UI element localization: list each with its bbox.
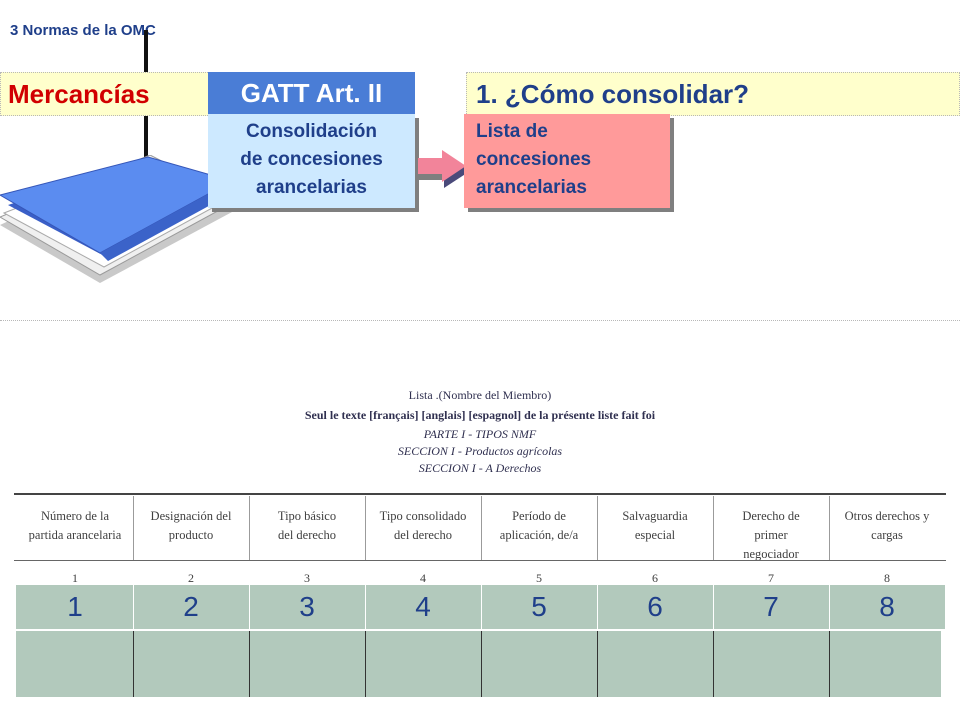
- book-icon: [0, 155, 245, 283]
- como-consolidar-band: [466, 72, 960, 116]
- column-number: 1: [72, 571, 78, 585]
- big-column-number: 4: [415, 591, 431, 622]
- section-label: 3 Normas de la OMC: [10, 22, 156, 39]
- column-number: 6: [652, 571, 658, 585]
- seccion-heading: SECCION I - Productos agrícolas: [397, 444, 563, 458]
- consolidacion-line: Consolidación: [246, 121, 377, 142]
- column-divider: [481, 496, 482, 560]
- band-divider: [365, 585, 366, 629]
- column-number: 8: [884, 571, 890, 585]
- lista-line: concesiones: [476, 149, 592, 170]
- arrow-right-icon: [418, 150, 470, 188]
- column-number-band: [16, 585, 945, 629]
- column-divider: [597, 496, 598, 560]
- row-divider: [249, 631, 250, 697]
- column-divider: [829, 496, 830, 560]
- empty-entry-row: [16, 631, 941, 697]
- consolidacion-line: arancelarias: [256, 177, 367, 198]
- parte-heading: PARTE I - TIPOS NMF: [423, 427, 537, 441]
- band-divider: [481, 585, 482, 629]
- band-divider: [713, 585, 714, 629]
- column-number: 3: [304, 571, 310, 585]
- big-column-number: 3: [299, 591, 315, 622]
- band-divider: [133, 585, 134, 629]
- column-number: 7: [768, 571, 774, 585]
- row-divider: [713, 631, 714, 697]
- authentic-text-note: Seul le texte [français] [anglais] [espa…: [304, 408, 656, 422]
- band-divider: [597, 585, 598, 629]
- lista-line: arancelarias: [476, 177, 587, 198]
- band-divider: [249, 585, 250, 629]
- row-divider: [829, 631, 830, 697]
- big-column-number: 6: [647, 591, 663, 622]
- column-divider: [365, 496, 366, 560]
- mercancias-band: [0, 72, 212, 116]
- consolidacion-box: Consolidación de concesiones arancelaria…: [208, 114, 415, 208]
- big-column-number: 2: [183, 591, 199, 622]
- band-divider: [829, 585, 830, 629]
- column-number: 4: [420, 571, 426, 585]
- row-divider: [133, 631, 134, 697]
- big-column-number: 7: [763, 591, 779, 622]
- column-number: 5: [536, 571, 542, 585]
- row-divider: [597, 631, 598, 697]
- column-divider: [133, 496, 134, 560]
- column-divider: [249, 496, 250, 560]
- big-column-number: 5: [531, 591, 547, 622]
- table-header-rule: [14, 560, 946, 561]
- big-column-number: 8: [879, 591, 895, 622]
- mercancias-heading: Mercancías: [8, 79, 150, 109]
- row-divider: [481, 631, 482, 697]
- column-number: 2: [188, 571, 194, 585]
- table-top-rule: [14, 493, 946, 495]
- lista-line: Lista de: [476, 121, 548, 142]
- row-divider: [365, 631, 366, 697]
- gatt-article-label: GATT Art. II: [208, 72, 415, 114]
- lista-concesiones-box: Lista de concesiones arancelarias: [464, 114, 670, 208]
- consolidacion-line: de concesiones: [240, 149, 383, 170]
- schedule-panel: [0, 320, 960, 720]
- seccion-a-heading: SECCION I - A Derechos: [418, 461, 542, 475]
- schedule-title: Lista .(Nombre del Miembro): [408, 388, 552, 402]
- vertical-divider: [144, 30, 148, 220]
- big-column-number: 1: [67, 591, 83, 622]
- column-divider: [713, 496, 714, 560]
- como-consolidar-heading: 1. ¿Cómo consolidar?: [476, 79, 750, 109]
